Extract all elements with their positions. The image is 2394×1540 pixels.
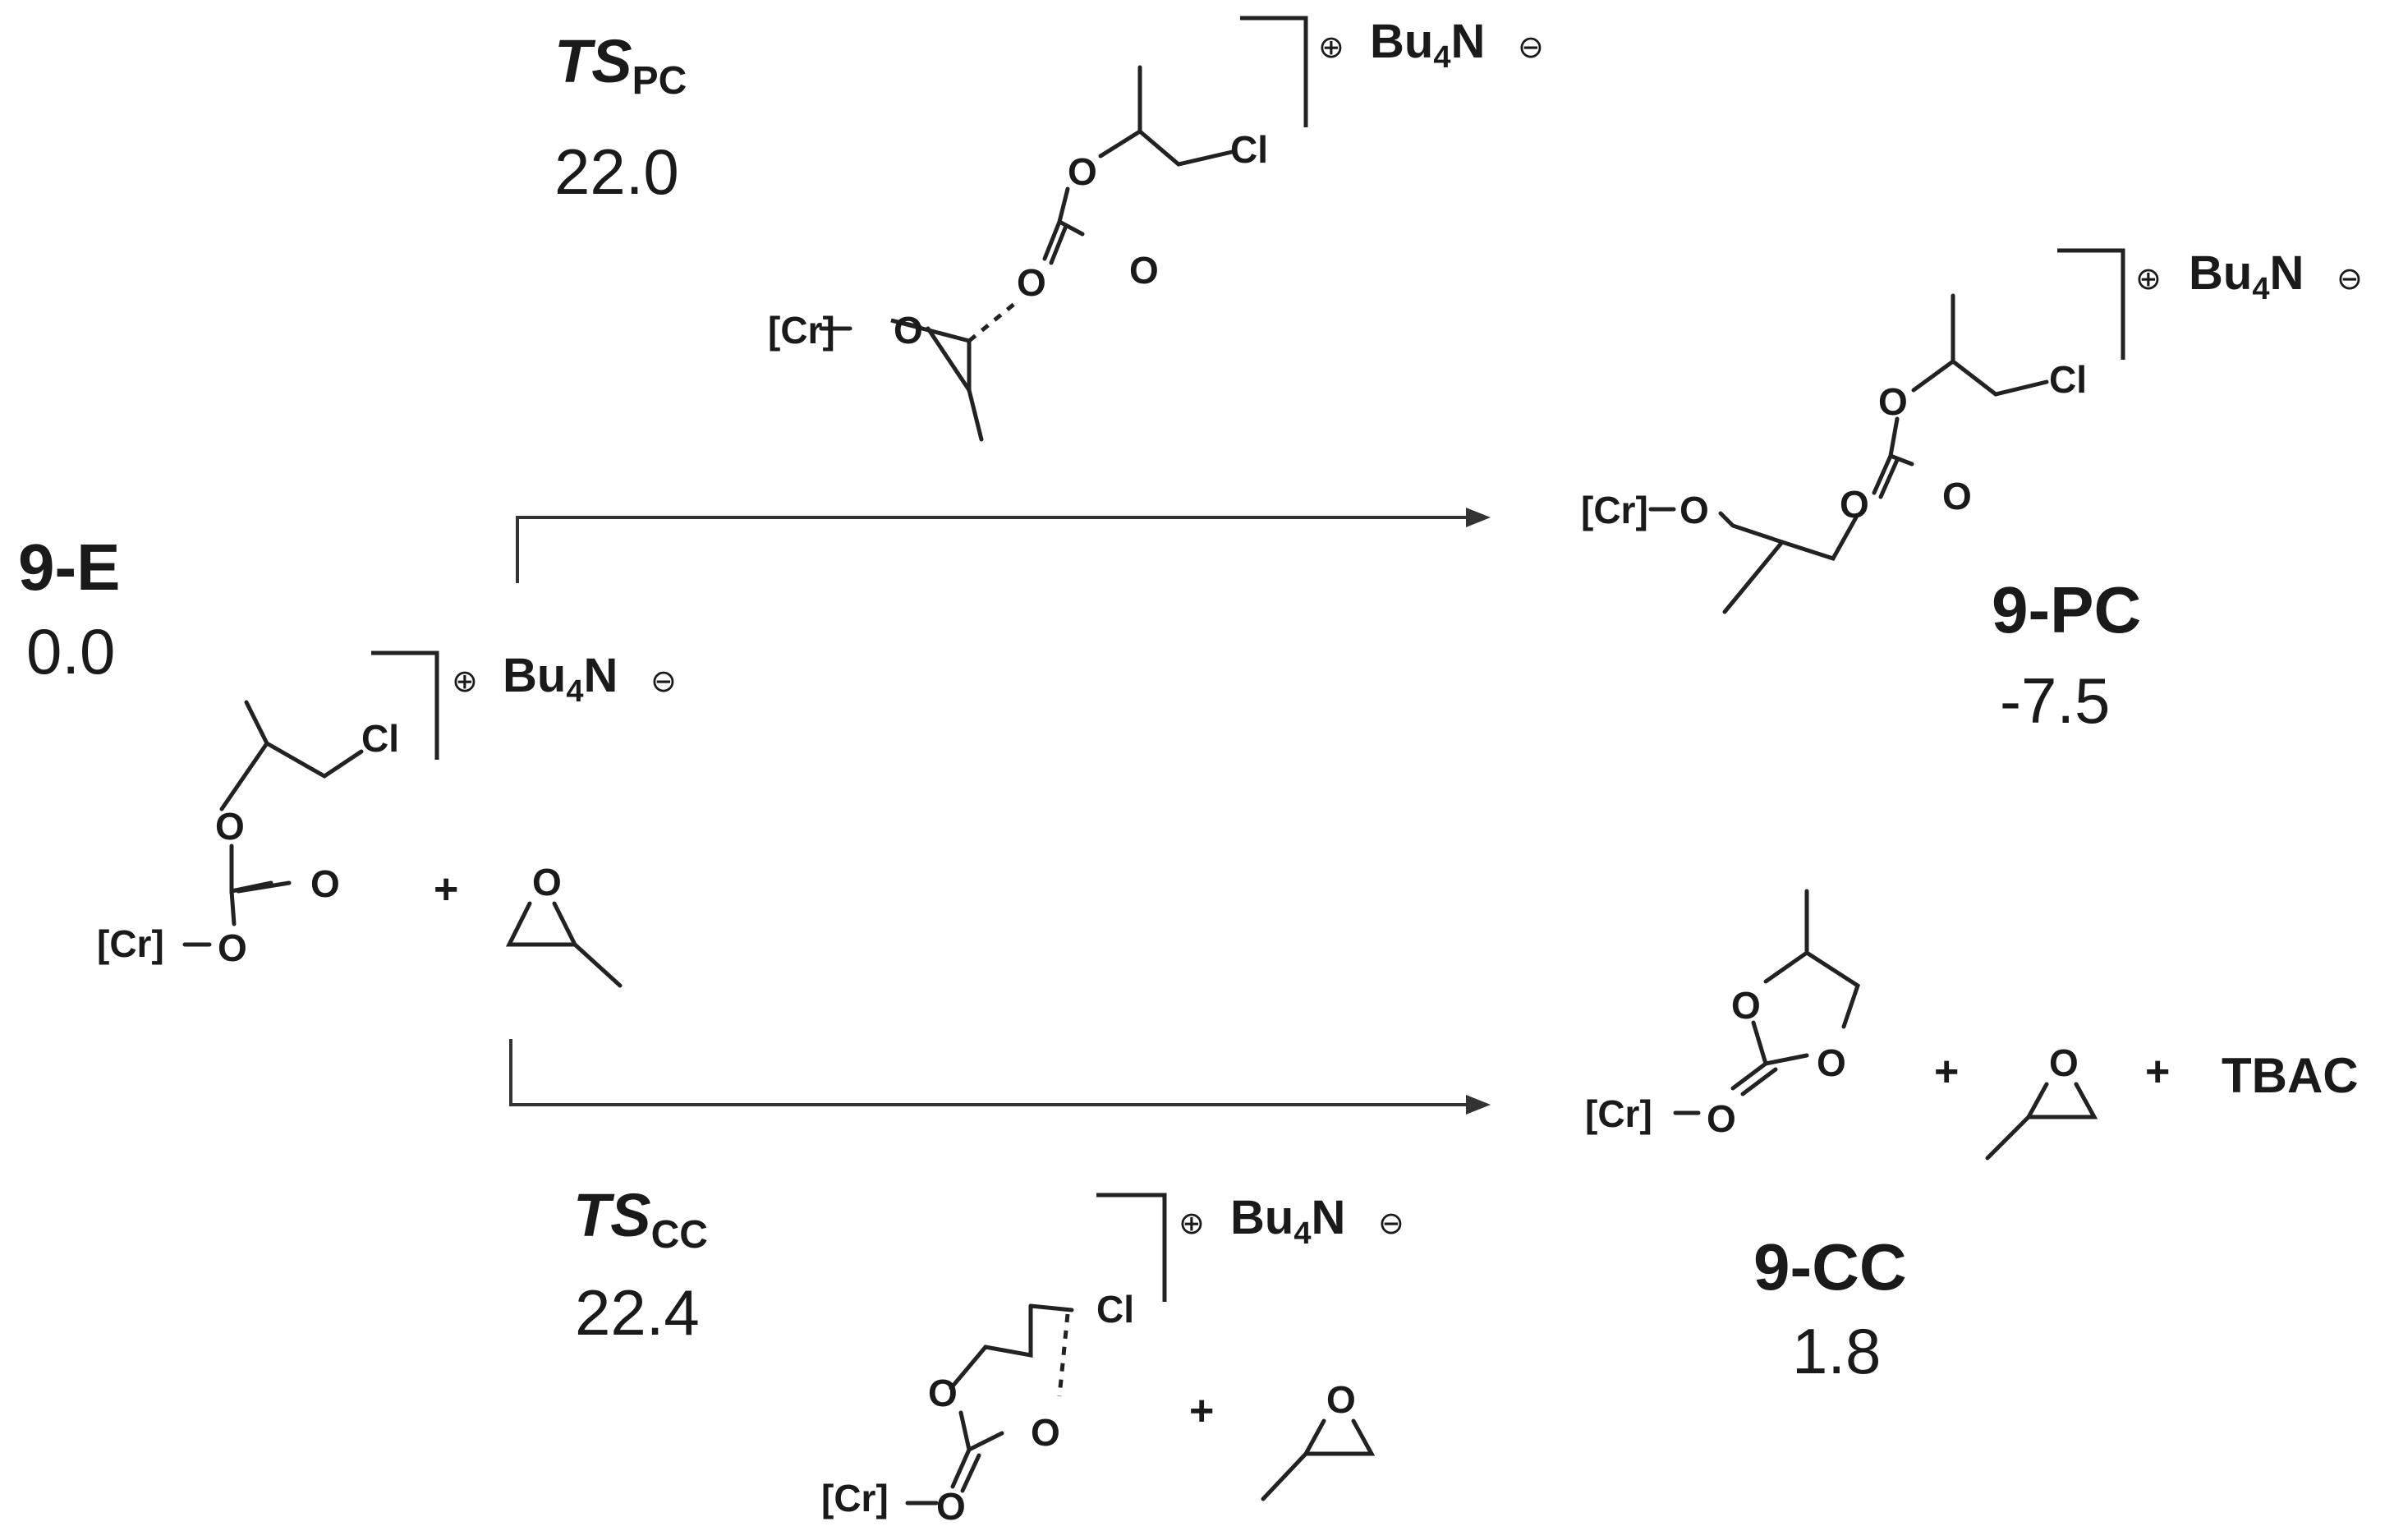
counterion-bu: Bu <box>1230 1191 1293 1244</box>
ts-cc-sub: CC <box>651 1213 708 1257</box>
minus-charge-icon: ⊖ <box>1518 30 1544 65</box>
epoxide-9cc: O <box>1985 1041 2098 1161</box>
ts-cc-label: TSCC <box>573 1181 708 1257</box>
state-label-9e: 9-E <box>18 531 121 604</box>
plus-charge-icon: ⊕ <box>452 664 478 699</box>
ts-pc-label: TSPC <box>554 27 687 103</box>
structure-9cc: O O O [Cr] <box>1585 889 1860 1140</box>
tbac-label: TBAC <box>2222 1048 2359 1103</box>
atom-cr: [Cr] <box>1581 489 1648 531</box>
energy-ts-pc: 22.0 <box>554 136 679 208</box>
ts-pc-ts: TS <box>554 27 632 95</box>
atom-o: O <box>1326 1378 1356 1421</box>
minus-charge-icon: ⊖ <box>2337 262 2363 297</box>
atom-cr: [Cr] <box>768 309 835 352</box>
counterion-label: Bu4N <box>1230 1191 1345 1251</box>
atom-o: O <box>1129 249 1159 292</box>
atom-o: O <box>1840 483 1869 526</box>
counterion-n: N <box>583 649 618 702</box>
ts-cc-ts: TS <box>573 1181 651 1249</box>
plus-sign: + <box>2145 1048 2170 1096</box>
counterion-bu: Bu <box>2189 246 2252 300</box>
atom-o: O <box>2049 1041 2079 1084</box>
counterion: ⊕ Bu4N ⊖ <box>1318 15 1544 75</box>
minus-charge-icon: ⊖ <box>650 664 677 699</box>
counterion-n: N <box>1450 15 1485 68</box>
plus-sign: + <box>1934 1048 1959 1096</box>
structure-ts-pc: O Cl O O O [Cr] ⊕ Bu4N ⊖ <box>768 15 1544 442</box>
counterion: ⊕ Bu4N ⊖ <box>2135 246 2363 306</box>
atom-o: O <box>894 309 923 352</box>
arrow-to-9pc <box>516 508 1491 583</box>
plus-charge-icon: ⊕ <box>2135 262 2162 297</box>
counterion-n: N <box>1311 1191 1345 1244</box>
atom-cl: Cl <box>361 717 399 760</box>
atom-o: O <box>218 926 247 969</box>
structure-ts-cc: Cl O O O [Cr] ⊕ Bu4N ⊖ <box>821 1191 1404 1528</box>
energy-9pc: -7.5 <box>2000 664 2110 737</box>
energy-9e: 0.0 <box>26 615 115 687</box>
counterion-n: N <box>2269 246 2304 300</box>
energy-9cc: 1.8 <box>1792 1315 1881 1387</box>
atom-cl: Cl <box>1230 128 1268 171</box>
atom-o: O <box>1679 489 1709 531</box>
counterion-sub: 4 <box>1293 1216 1311 1251</box>
minus-charge-icon: ⊖ <box>1378 1207 1404 1241</box>
counterion-sub: 4 <box>2252 272 2269 306</box>
atom-o: O <box>928 1372 958 1414</box>
plus-charge-icon: ⊕ <box>1318 30 1344 65</box>
atom-cl: Cl <box>2049 358 2087 401</box>
plus-charge-icon: ⊕ <box>1179 1207 1205 1241</box>
atom-cr: [Cr] <box>97 922 164 965</box>
plus-sign: + <box>1189 1387 1214 1435</box>
structure-9e: Cl O O O [Cr] ⊕ Bu4N ⊖ <box>97 649 677 969</box>
atom-o: O <box>1878 380 1908 423</box>
atom-o: O <box>1068 150 1097 193</box>
atom-cr: [Cr] <box>821 1477 889 1519</box>
atom-o: O <box>1817 1041 1846 1084</box>
counterion-label: Bu4N <box>2189 246 2304 306</box>
counterion-bu: Bu <box>1370 15 1433 68</box>
state-label-9pc: 9-PC <box>1992 573 2141 646</box>
counterion-label: Bu4N <box>1370 15 1485 75</box>
plus-sign: + <box>434 866 458 913</box>
counterion-sub: 4 <box>1433 40 1450 75</box>
atom-o: O <box>215 805 245 848</box>
atom-o: O <box>1731 984 1761 1027</box>
counterion: ⊕ Bu4N ⊖ <box>1179 1191 1404 1251</box>
epoxide-9e: O <box>505 861 623 988</box>
ts-pc-sub: PC <box>632 59 687 103</box>
energy-ts-cc: 22.4 <box>575 1276 700 1349</box>
counterion-bu: Bu <box>503 649 566 702</box>
state-label-9cc: 9-CC <box>1753 1230 1907 1303</box>
atom-cl: Cl <box>1096 1288 1134 1331</box>
counterion: ⊕ Bu4N ⊖ <box>452 649 677 709</box>
atom-o: O <box>1031 1411 1060 1454</box>
atom-o: O <box>1942 475 1972 517</box>
atom-o: O <box>532 861 562 903</box>
atom-cr: [Cr] <box>1585 1092 1652 1135</box>
counterion-label: Bu4N <box>503 649 618 709</box>
atom-o: O <box>310 862 340 905</box>
epoxide-ts-cc: O <box>1261 1378 1376 1501</box>
structure-9pc: O Cl O O O [Cr] ⊕ Bu4N ⊖ <box>1581 246 2363 614</box>
atom-o: O <box>936 1485 966 1528</box>
atom-o: O <box>1707 1097 1736 1140</box>
atom-o: O <box>1017 261 1046 304</box>
arrow-to-9cc <box>509 1039 1491 1115</box>
counterion-sub: 4 <box>566 674 583 709</box>
